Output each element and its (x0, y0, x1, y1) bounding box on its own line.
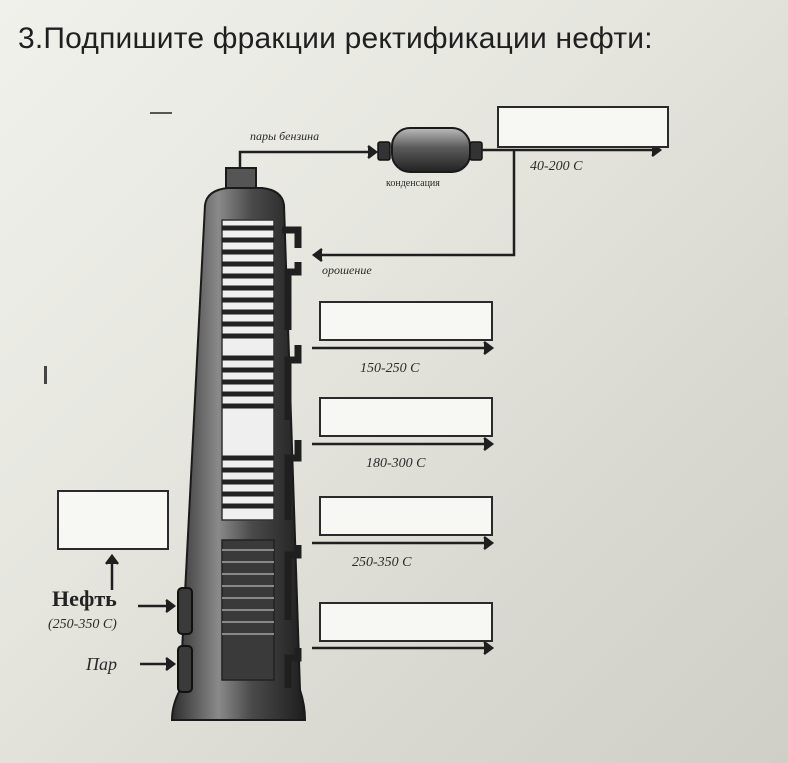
label-temp-top: 40-200 С (530, 159, 583, 174)
page-title: 3.Подпишите фракции ректификации нефти: (18, 22, 653, 55)
label-oil: Нефть (52, 586, 117, 611)
column-outlets (282, 226, 302, 688)
label-reflux: орошение (322, 263, 372, 277)
vapor-line (238, 145, 379, 168)
label-temp-3: 250-350 С (352, 555, 412, 570)
feed-arrows (138, 599, 177, 671)
stray-dash (150, 112, 172, 114)
reflux-line (311, 150, 516, 262)
label-oil-temp: (250-350 С) (48, 617, 117, 632)
label-temp-1: 150-250 С (360, 361, 420, 376)
residue-arrow (105, 553, 119, 590)
label-vapors: пары бензина (250, 129, 319, 143)
column-top-cap (225, 167, 257, 189)
answer-boxes[interactable] (57, 106, 669, 642)
label-condensation: конденсация (386, 178, 440, 189)
column-inlets (177, 587, 193, 693)
column-trays (222, 225, 274, 635)
answer-box-2[interactable] (319, 397, 493, 437)
answer-box-3[interactable] (319, 496, 493, 536)
label-steam: Пар (85, 654, 117, 674)
answer-box-top[interactable] (497, 106, 669, 148)
side-product-arrows (312, 341, 495, 655)
condenser (377, 127, 483, 173)
answer-box-1[interactable] (319, 301, 493, 341)
stray-mark (44, 366, 47, 384)
label-temp-2: 180-300 С (366, 456, 426, 471)
answer-box-residue[interactable] (57, 490, 169, 550)
answer-box-4[interactable] (319, 602, 493, 642)
